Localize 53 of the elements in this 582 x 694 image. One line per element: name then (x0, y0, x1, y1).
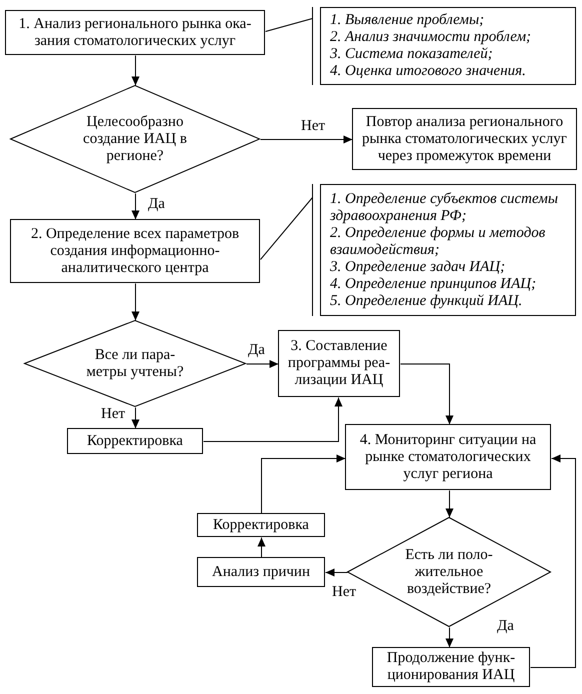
list-item: 4. Оценка итогового значения. (330, 63, 527, 80)
connector-line (260, 197, 313, 260)
arrow (258, 537, 266, 558)
arrow (132, 55, 140, 86)
arrow (246, 360, 279, 368)
list-item: 3. Определение задач ИАЦ; (330, 258, 506, 276)
list-item: 1. Определение субъектов системы здравоохранения РФ; (330, 190, 559, 224)
process-box (10, 219, 260, 283)
step-text: Корректировка (212, 516, 310, 534)
process-box (372, 647, 530, 687)
list-item: 2. Определение формы и методов взаимодействия; (330, 224, 546, 258)
decision-diamond (10, 85, 260, 193)
step-text: 3. Составление программы реа-лизации ИАЦ (286, 338, 392, 389)
list-item: 5. Определение функций ИАЦ. (330, 292, 524, 310)
arrow (446, 627, 454, 648)
arrow (132, 407, 140, 429)
arrow (261, 454, 346, 514)
list-item: 1. Выявление проблемы; (330, 12, 486, 29)
arrow (203, 397, 342, 442)
arrow (400, 364, 454, 425)
arrow (260, 136, 353, 144)
step-text: Повтор анализа регионального рынка стоматологических услуг через промежуток времени (361, 114, 568, 164)
connector-line (265, 18, 313, 32)
list-item: 3. Система показателей; (330, 46, 494, 63)
process-box (67, 428, 203, 454)
arrow (132, 283, 140, 321)
process-box (197, 557, 325, 587)
arrow (325, 568, 348, 576)
decision-diamond (24, 320, 246, 407)
step-text: 1. Анализ регионального рынка ока-зания стоматологических услуг (18, 16, 252, 50)
arrow (132, 193, 140, 220)
list-item: 2. Анализ значимости проблем; (330, 29, 532, 46)
step-text: 4. Мониторинг ситуации на рынке стоматологических услуг региона (358, 432, 538, 482)
step-text: Корректировка (86, 432, 184, 450)
step-text: 2. Определение всех параметров создания информационно-аналитического центра (30, 226, 240, 276)
process-box (197, 513, 325, 537)
process-box (352, 108, 577, 170)
edge-label: Да (147, 196, 166, 213)
step-text: Продолжение функ-ционирования ИАЦ (386, 650, 516, 684)
arrow (530, 454, 576, 668)
question-text: Все ли пара-метры учтены? (85, 346, 185, 380)
question-text: Целесообразно создание ИАЦ в регионе? (82, 114, 188, 164)
edge-label: Да (247, 342, 266, 359)
edge-label: Да (496, 618, 515, 635)
process-box (5, 10, 265, 55)
question-text: Есть ли поло-жительное воздействие? (404, 546, 494, 598)
step-text: Анализ причин (211, 564, 311, 580)
list-panel (312, 184, 576, 316)
process-box (345, 424, 551, 490)
list-panel (312, 7, 576, 85)
list-item: 4. Определение принципов ИАЦ; (330, 276, 538, 292)
arrow (446, 490, 454, 518)
process-box (278, 330, 400, 397)
